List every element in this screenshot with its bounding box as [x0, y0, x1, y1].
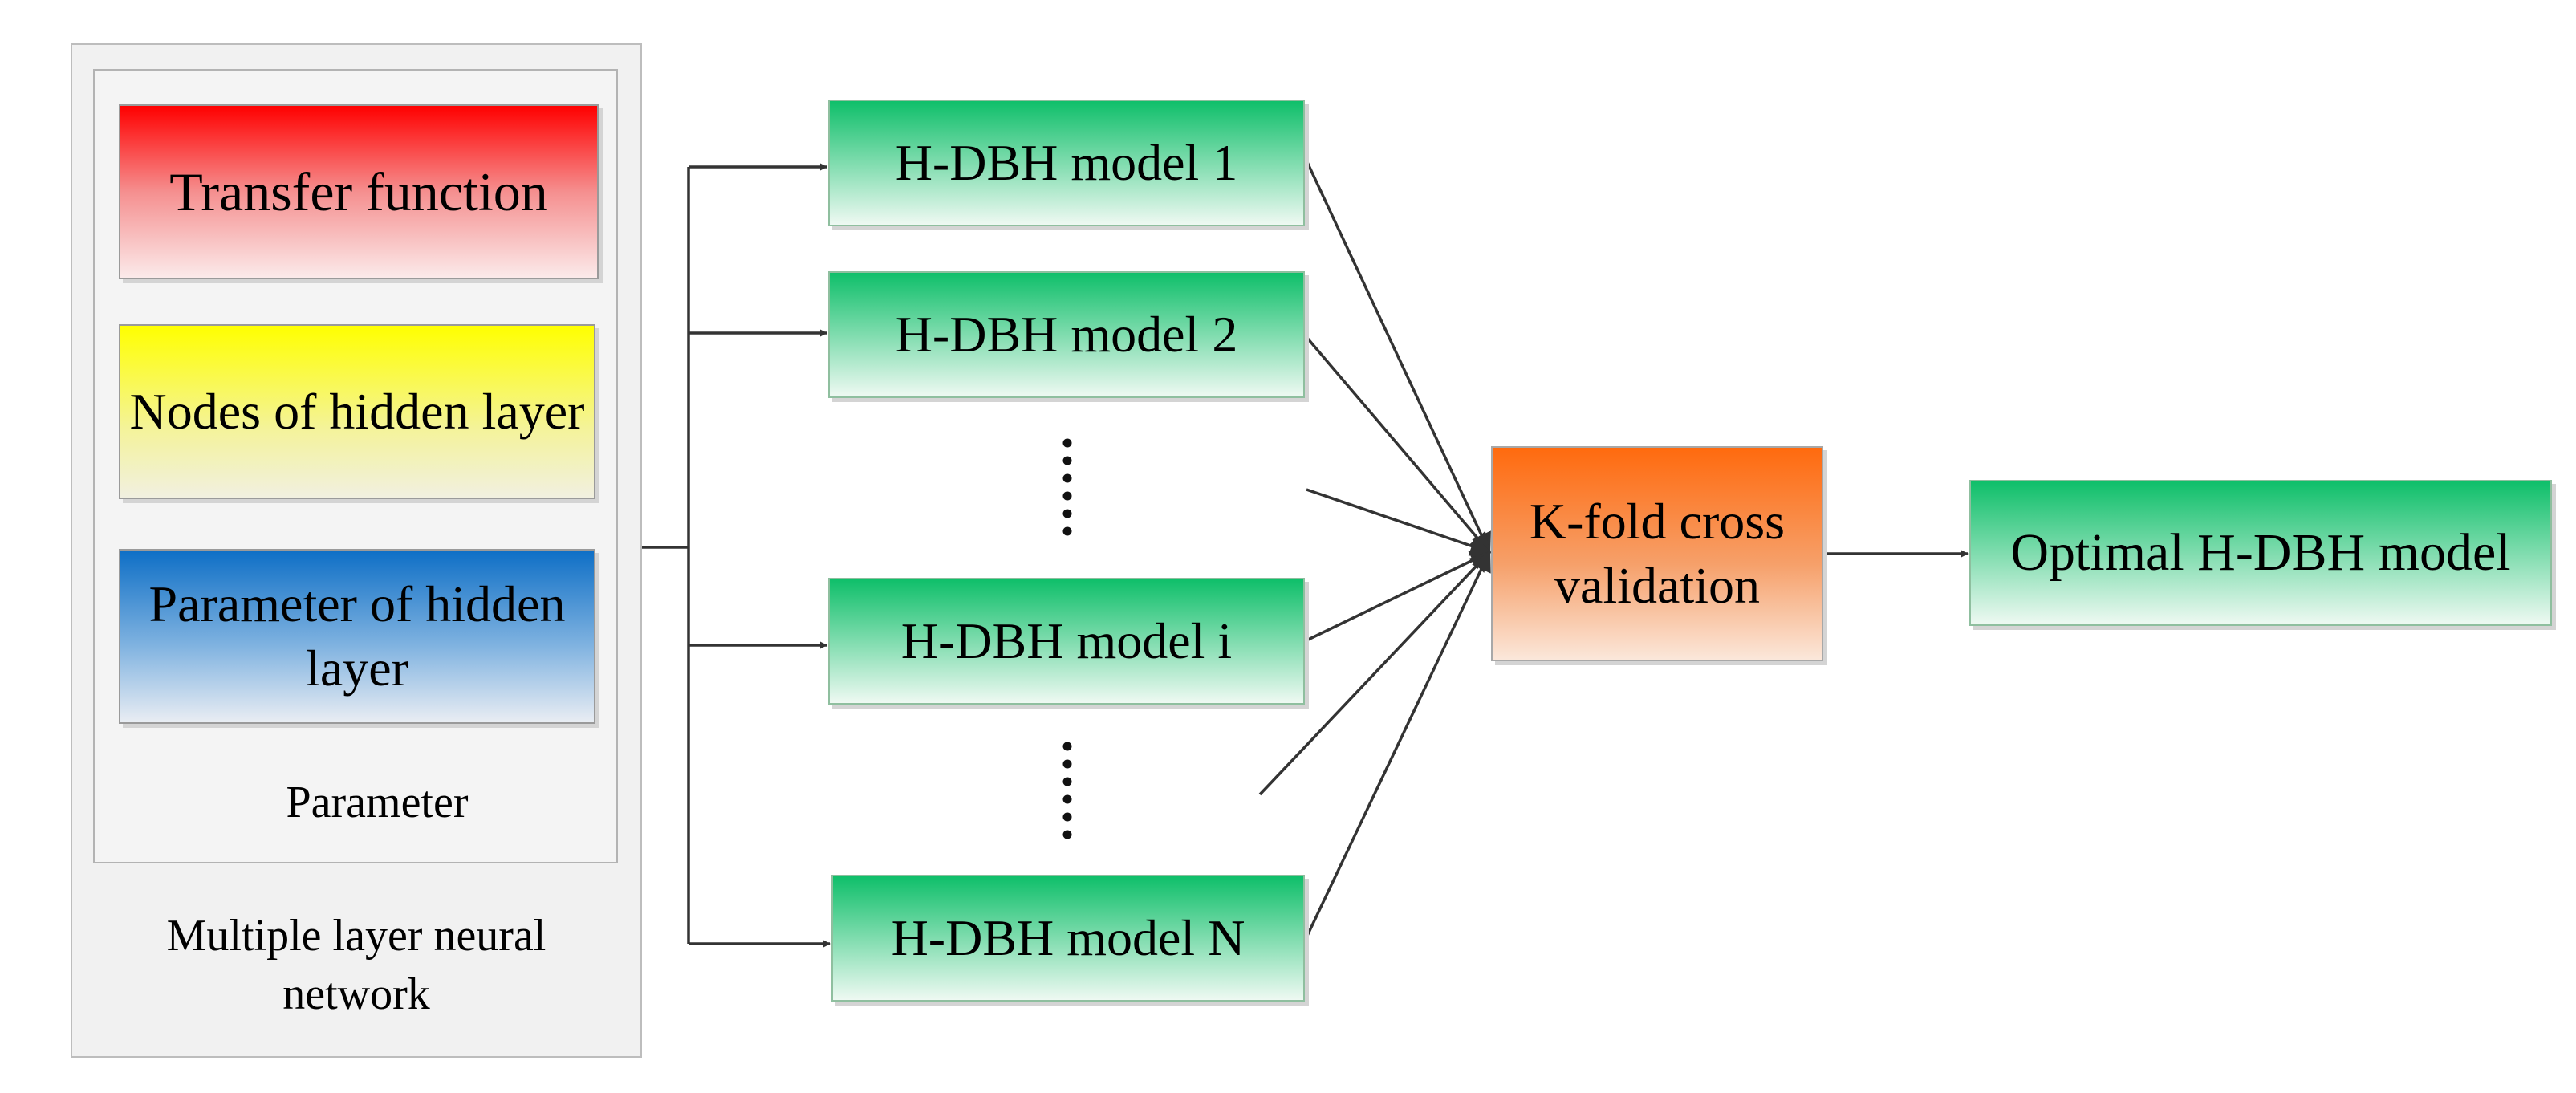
arrow-model-n-to-kfold [1305, 550, 1491, 938]
parameter-of-hidden-layer-box: Parameter of hidden layer [119, 549, 595, 724]
transfer-function-box: Transfer function [119, 104, 599, 279]
k-fold-cross-validation-box: K-fold cross validation [1491, 446, 1823, 661]
ellipsis-dots-upper [1062, 438, 1072, 536]
arrow-model-i-to-kfold [1306, 551, 1492, 642]
nodes-of-hidden-layer-box: Nodes of hidden layer [119, 324, 595, 499]
optimal-model-box: Optimal H-DBH model [1969, 480, 2552, 626]
arrow-gap-upper-to-kfold [1306, 488, 1492, 556]
model-n-box: H-DBH model N [831, 875, 1305, 1002]
arrow-gap-lower-to-kfold [1258, 551, 1491, 796]
parameter-label: Parameter [286, 777, 469, 827]
ellipsis-dots-lower [1062, 742, 1072, 839]
model-1-box: H-DBH model 1 [828, 100, 1305, 226]
model-i-box: H-DBH model i [828, 578, 1305, 705]
neural-network-label: Multiple layer neural network [166, 911, 546, 1019]
arrow-model-1-to-kfold [1305, 160, 1491, 555]
model-2-box: H-DBH model 2 [828, 271, 1305, 398]
arrow-model-2-to-kfold [1305, 335, 1491, 554]
